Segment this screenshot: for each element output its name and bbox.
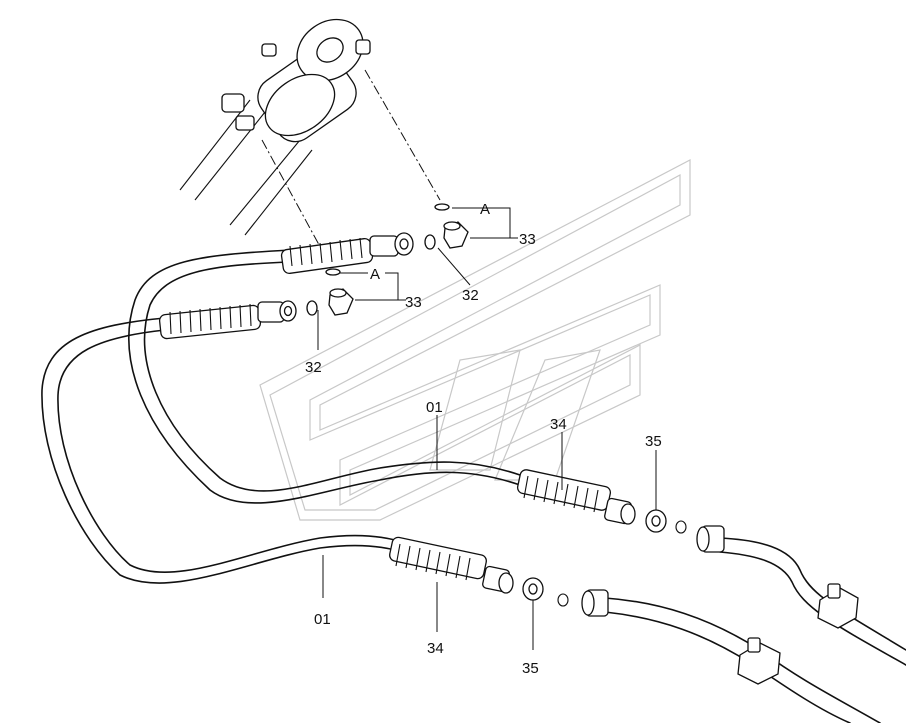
spring-guard-upper-end (516, 469, 636, 525)
pipe-lower (581, 589, 881, 723)
callout-fitting-lower: 33 (405, 294, 422, 311)
oring-upper (424, 234, 436, 250)
pipe-upper (696, 525, 906, 666)
hose-lower (41, 317, 396, 584)
callout-fitting-upper: 33 (519, 231, 536, 248)
ring-lower (557, 593, 569, 607)
fitting-lower (328, 288, 354, 316)
watermark-logo (259, 159, 691, 521)
callout-hose-upper: 01 (426, 399, 443, 416)
callout-oring-upper: 32 (462, 287, 479, 304)
callout-oring-lower: 32 (305, 359, 322, 376)
ref-oring-upper (434, 203, 450, 211)
leader-lines (317, 207, 657, 650)
spring-guard-upper-top (280, 232, 414, 275)
callout-hose-lower: 01 (314, 611, 331, 628)
callout-spring-upper: 34 (550, 416, 567, 433)
callout-washer-upper: 35 (645, 433, 662, 450)
reference-lines (261, 69, 441, 266)
ring-upper (675, 520, 687, 534)
callout-ref-upper: A (480, 201, 490, 218)
spring-guard-lower-end (389, 536, 514, 594)
hose-upper (128, 249, 521, 504)
fitting-upper (443, 221, 469, 249)
washer-lower (522, 577, 544, 601)
callout-spring-lower: 34 (427, 640, 444, 657)
cylinder-assembly (179, 18, 371, 236)
callout-washer-lower: 35 (522, 660, 539, 677)
washer-upper (645, 509, 667, 533)
oring-lower (306, 300, 318, 316)
ref-oring-lower (325, 268, 341, 276)
callout-ref-lower: A (370, 266, 380, 283)
spring-guard-lower-top (158, 300, 297, 340)
